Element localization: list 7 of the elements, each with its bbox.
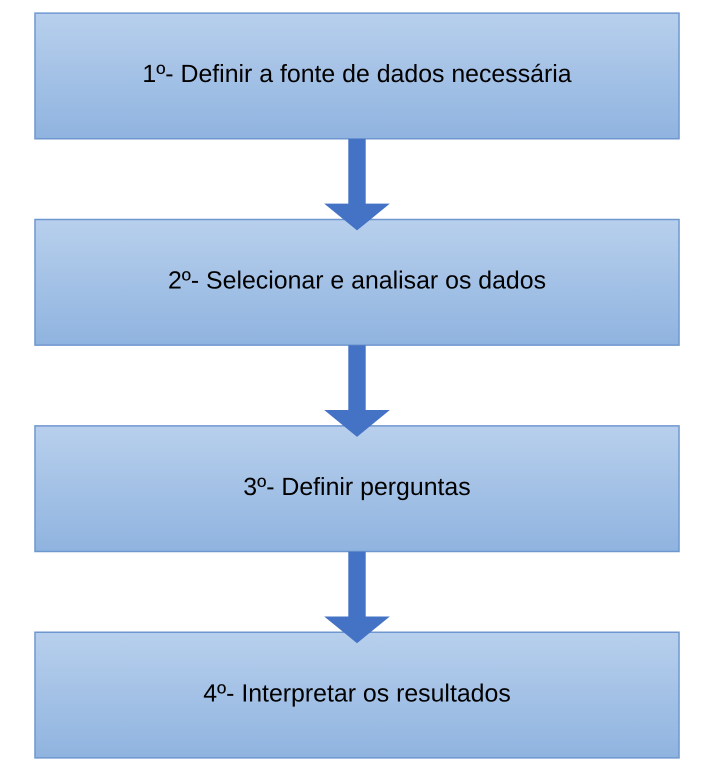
- arrow: [324, 345, 390, 437]
- node-box: 1º- Definir a fonte de dados necessária: [34, 12, 680, 140]
- arrow: [324, 138, 390, 230]
- node-box: 4º- Interpretar os resultados: [34, 632, 680, 759]
- node-box: 2º- Selecionar e analisar os dados: [34, 218, 680, 346]
- node-box: 3º- Definir perguntas: [34, 425, 680, 552]
- arrow: [324, 552, 390, 644]
